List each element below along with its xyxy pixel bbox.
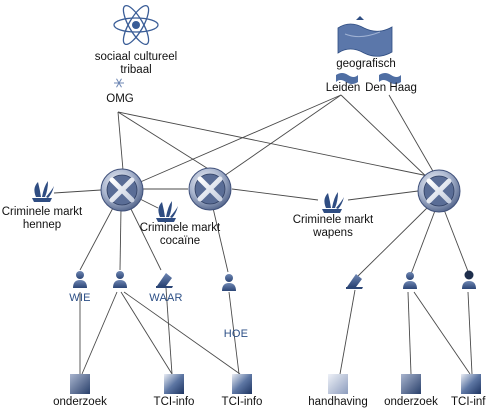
- person-icon: [462, 270, 476, 289]
- square-tci-2: [232, 374, 252, 394]
- label-tci-info-3: TCI-info: [451, 396, 486, 408]
- label-role-hoe: HOE: [223, 328, 249, 340]
- connection-lines: [53, 94, 473, 375]
- hub-node-icon: [188, 167, 232, 211]
- person-icon: [346, 274, 363, 289]
- label-onderzoek-2: onderzoek: [384, 396, 438, 408]
- square-handhaving: [328, 374, 348, 394]
- label-role-wie: WIE: [69, 292, 91, 304]
- label-omg: OMG: [106, 93, 134, 105]
- square-onderzoek-1: [70, 374, 90, 394]
- person-icon: [73, 271, 87, 288]
- square-onderzoek-2: [401, 374, 421, 394]
- leiden-flag-icon: [336, 73, 358, 84]
- den-haag-flag-icon: [379, 73, 401, 84]
- person-icon: [156, 273, 173, 288]
- person-icon: [403, 272, 417, 289]
- label-handhaving: handhaving: [308, 396, 368, 408]
- label-tribaal: tribaal: [120, 64, 152, 76]
- plant-market-icon: [322, 192, 344, 213]
- square-tci-3: [461, 374, 481, 394]
- label-market-cocaine-1: Criminele markt: [139, 222, 221, 234]
- plant-market-icon: [156, 201, 178, 222]
- label-market-cocaine-2: cocaïne: [159, 235, 201, 247]
- label-market-wapens-2: wapens: [313, 227, 353, 239]
- label-den-haag: Den Haag: [365, 82, 417, 94]
- label-market-wapens-1: Criminele markt: [292, 214, 374, 226]
- person-icon: [222, 274, 236, 291]
- plant-market-icon: [32, 181, 54, 202]
- snowflake-icon: [114, 78, 124, 88]
- label-onderzoek-1: onderzoek: [53, 396, 107, 408]
- label-role-waar: WAAR: [149, 292, 183, 304]
- hub-node-icon: [100, 168, 144, 212]
- label-geografisch: geografisch: [336, 58, 396, 70]
- label-sociaal-cultureel: sociaal cultureel: [94, 51, 178, 63]
- label-market-hennep-2: hennep: [22, 219, 62, 231]
- label-market-hennep-1: Criminele markt: [1, 206, 83, 218]
- label-tci-info-1: TCI-info: [153, 396, 195, 408]
- square-tci-1: [164, 374, 184, 394]
- hub-node-icon: [417, 169, 461, 213]
- flag-map-icon: [337, 16, 393, 57]
- label-tci-info-2: TCI-info: [221, 396, 263, 408]
- atom-icon: [113, 4, 159, 46]
- label-leiden: Leiden: [325, 82, 361, 94]
- person-icon: [113, 271, 127, 288]
